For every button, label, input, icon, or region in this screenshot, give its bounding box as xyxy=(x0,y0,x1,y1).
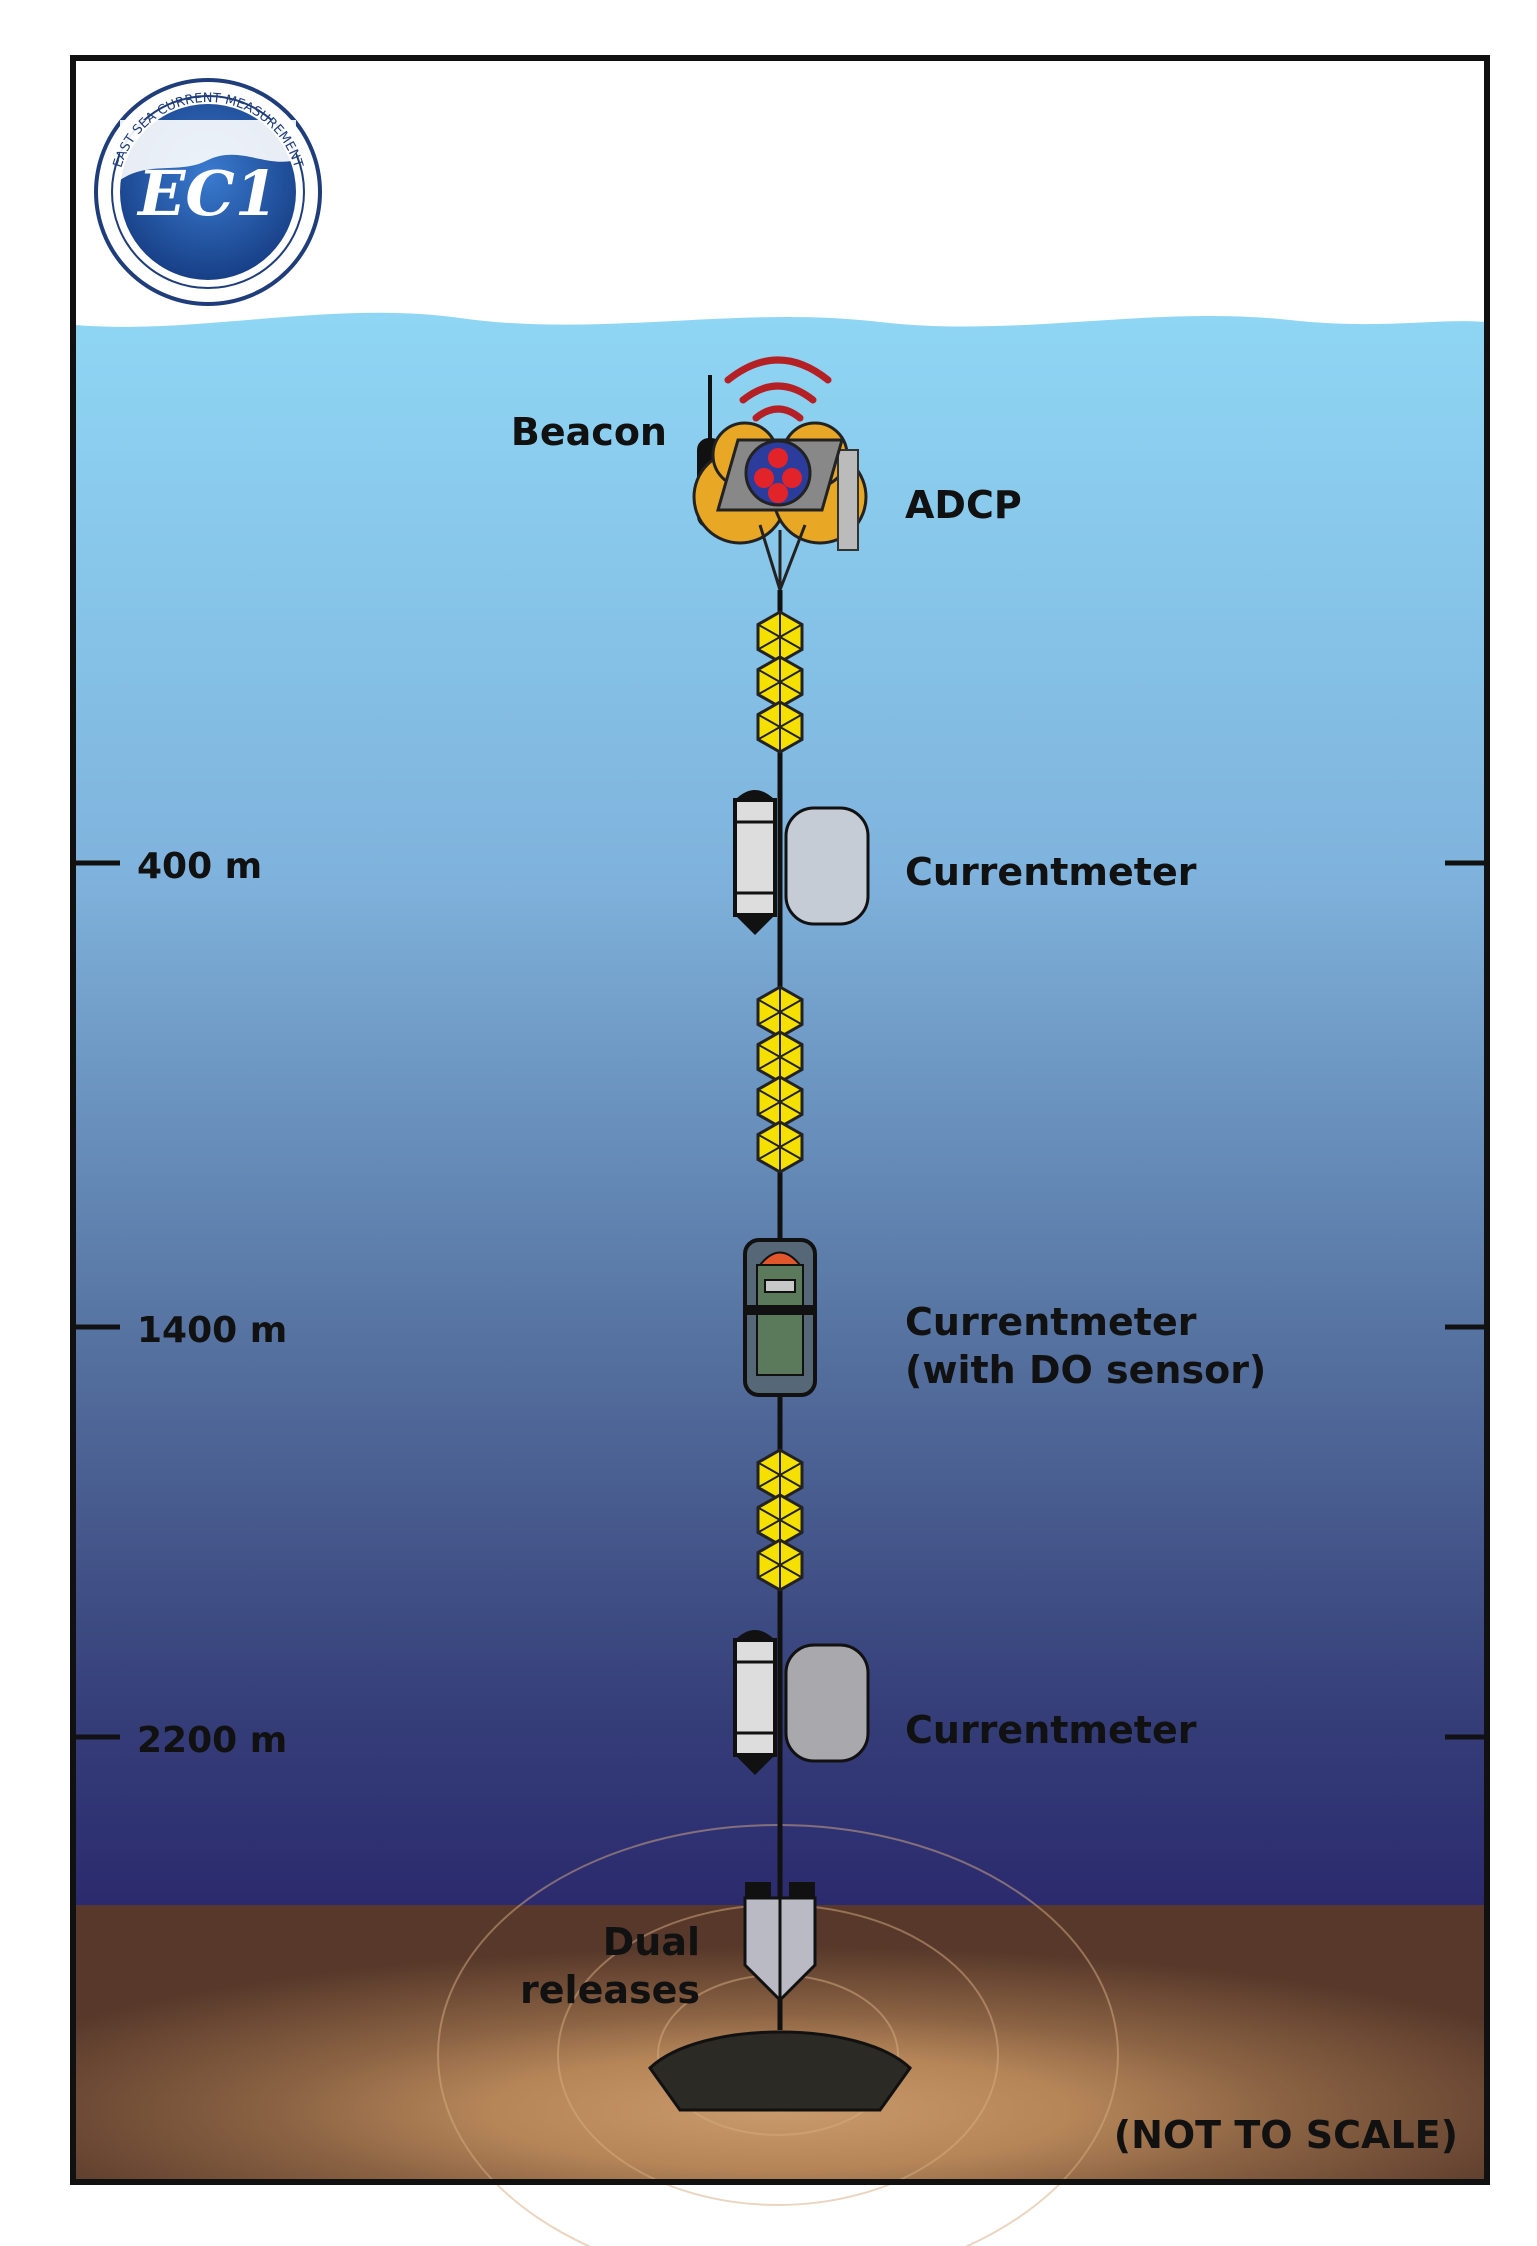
dual-releases-icon xyxy=(743,1882,817,2003)
float-cluster-3 xyxy=(756,1448,804,1592)
adcp-transducer xyxy=(744,439,812,507)
currentmeter-2-icon xyxy=(743,1238,817,1397)
depth-label-1400: 1400 m xyxy=(137,1310,287,1351)
frame-border xyxy=(70,55,1490,2185)
scale-note: (NOT TO SCALE) xyxy=(1114,2113,1458,2157)
label-adcp: ADCP xyxy=(905,483,1022,527)
label-beacon: Beacon xyxy=(511,410,667,454)
label-currentmeter-3: Currentmeter xyxy=(905,1708,1197,1752)
depth-label-2200: 2200 m xyxy=(137,1720,287,1761)
currentmeter-3-icon xyxy=(733,1630,870,1775)
label-currentmeter-2-line1: Currentmeter xyxy=(905,1300,1197,1344)
logo-acronym: EC1 xyxy=(136,157,278,230)
beacon-signal-icon xyxy=(724,356,832,422)
label-currentmeter-1: Currentmeter xyxy=(905,850,1197,894)
adcp-float-icon xyxy=(692,421,868,591)
anchor-weight-icon xyxy=(648,2030,912,2112)
label-releases-line2: releases xyxy=(520,1968,700,2012)
label-releases-line1: Dual xyxy=(603,1920,700,1964)
float-cluster-1 xyxy=(756,610,804,754)
depth-ticks xyxy=(75,860,1485,1740)
currentmeter-1-icon xyxy=(733,790,870,935)
ec1-logo: EC1 EAST SEA CURRENT MEASUREMENT xyxy=(94,78,322,306)
label-currentmeter-2-line2: (with DO sensor) xyxy=(905,1348,1266,1392)
depth-label-400: 400 m xyxy=(137,846,262,887)
